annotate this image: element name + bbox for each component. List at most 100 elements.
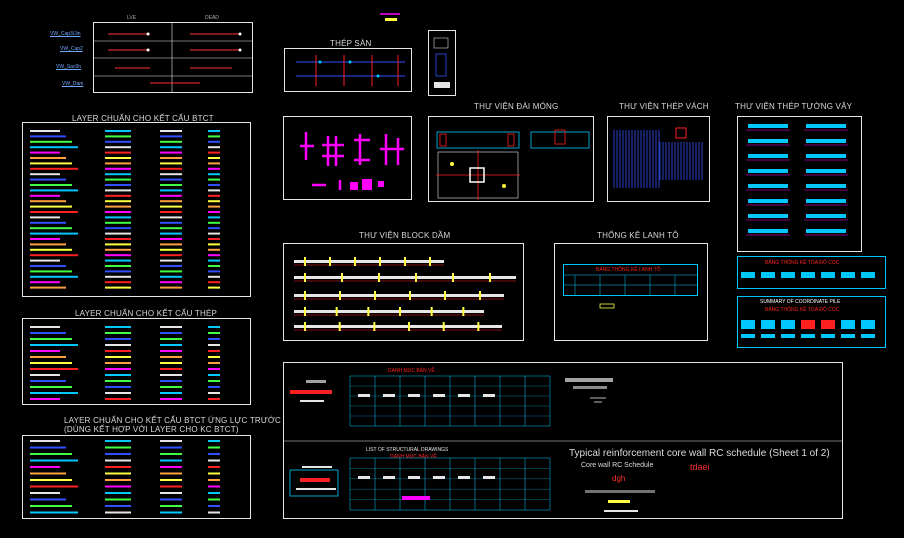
coc-cell [761,334,775,338]
layer-row-name [30,350,60,352]
dam-stirrup [304,291,306,300]
layer-row-weight [208,326,220,328]
block-dam-title: THƯ VIỆN BLOCK DẦM [359,231,451,240]
layer-row-color [105,386,131,388]
layer-row-color [105,151,131,154]
list-cell-text [458,394,470,397]
list-cell-text [483,476,495,479]
layer-row-linetype [160,350,182,352]
layer-row-color [105,184,131,186]
small-block-frame [428,30,456,96]
layer-row-color [105,453,131,455]
layer-row-name [30,211,78,213]
coc-cell [821,334,835,338]
thep-san-title: THÉP SÀN [330,39,372,48]
layer-row-weight [208,466,220,468]
layer-row-color [105,162,131,165]
toa-do-coc-header: BẢNG THỐNG KÊ TỌA ĐỘ CỌC [765,260,840,266]
layer-row-linetype [160,356,182,358]
layer-row-name [30,398,60,400]
layer-row-color [105,479,131,481]
list-drawings-header: LIST OF STRUCTURAL DRAWINGS [366,447,449,453]
coc-cell [741,334,755,338]
legend-label-0: VW_Cap3/Jin [50,31,81,37]
layer-row-color [105,446,131,449]
toa-do-coc-table [737,256,886,289]
dam-stirrup [374,291,376,300]
layer-row-name [30,189,78,192]
list-cell-text [433,476,445,479]
layer-row-weight [208,248,220,251]
layer-row-color [105,243,131,246]
legend-header-live: LVE [127,15,137,21]
layer-row-weight [208,259,220,262]
layer-row-linetype [160,221,182,224]
layer-row-name [30,259,60,262]
layer-row-name [30,380,66,382]
layer-ult-title-1: LAYER CHUẨN CHO KẾT CẤU BTCT ỨNG LỰC TRƯ… [64,416,281,425]
layer-row-weight [208,356,220,358]
layer-row-weight [208,492,220,494]
layer-ult-frame [22,435,251,519]
layer-row-weight [208,221,220,224]
layer-row-name [30,368,78,370]
dam-stirrup [442,322,445,331]
layer-row-name [30,326,60,328]
layer-row-linetype [160,326,182,328]
dam-beam [294,310,484,313]
layer-row-weight [208,453,220,455]
layer-row-weight [208,338,220,340]
coc-cell [761,320,775,329]
layer-row-name [30,459,78,462]
layer-row-weight [208,243,220,246]
layer-row-color [105,350,131,352]
layer-row-weight [208,227,220,230]
lanh-to-table [563,264,698,296]
layer-row-color [105,472,131,475]
layer-row-weight [208,374,220,376]
layer-row-color [105,259,131,262]
vay-row-right [806,229,846,233]
layer-row-weight [208,275,220,278]
thep-san-frame [284,48,412,92]
layer-row-name [30,157,66,159]
vay-row-right [806,154,846,158]
legend-label-3: VW_Dam [62,81,84,87]
layer-row-name [30,227,72,230]
layer-row-weight [208,200,220,203]
layer-row-linetype [160,184,182,186]
layer-row-linetype [160,227,182,230]
list-cell-highlight [402,496,430,500]
layer-row-name [30,446,66,449]
layer-row-linetype [160,140,182,143]
vay-row-right [806,214,846,218]
layer-row-weight [208,157,220,159]
layer-row-weight [208,173,220,176]
lanh-to-table-header: BẢNG THỐNG KÊ LANH TÔ [596,267,661,273]
dam-stirrup [329,257,331,266]
thep-vach-title: THƯ VIỆN THÉP VÁCH [619,102,709,111]
layer-row-name [30,440,60,442]
layer-row-weight [208,205,220,208]
list-cell-text [408,394,420,397]
layer-row-name [30,135,66,138]
layer-row-weight [208,472,220,475]
core-wall-dgh: dgh [612,474,626,483]
layer-row-weight [208,184,220,186]
layer-row-linetype [160,368,182,370]
layer-btct-title: LAYER CHUẨN CHO KẾT CẤU BTCT [72,114,214,123]
dam-stirrup [339,291,341,300]
layer-row-linetype [160,332,182,334]
coc-cell [821,320,835,329]
vay-row-right [806,169,846,173]
danh-muc-header: DANH MỤC BẢN VẼ [388,368,435,374]
layer-row-linetype [160,135,182,138]
layer-row-weight [208,380,220,382]
layer-row-color [105,398,131,400]
layer-row-color [105,270,131,273]
list-cell-text [383,394,395,397]
